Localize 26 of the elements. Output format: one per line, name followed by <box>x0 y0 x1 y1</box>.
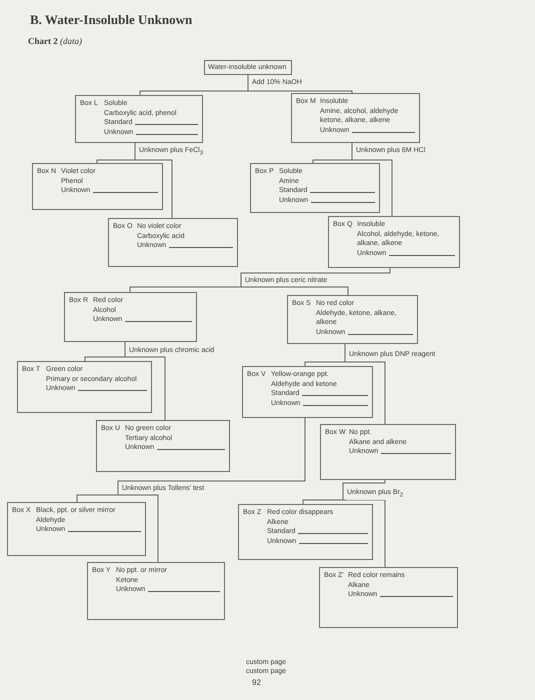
result-box <box>319 567 458 628</box>
result-box <box>108 218 238 267</box>
result-box <box>287 295 418 344</box>
connector-line <box>352 142 392 216</box>
page-title: B. Water-Insoluble Unknown <box>30 12 192 28</box>
result-box <box>291 93 420 143</box>
result-box <box>87 562 225 620</box>
result-box <box>242 366 373 418</box>
chart-subtitle: Chart 2 (data) <box>28 36 82 46</box>
result-box <box>328 216 460 268</box>
connector-line <box>344 344 386 424</box>
result-box <box>17 361 152 413</box>
result-box <box>96 420 230 472</box>
connector-line <box>134 142 172 218</box>
connector-line <box>124 342 166 420</box>
result-box <box>64 292 197 342</box>
connector-line <box>240 268 390 296</box>
page-number: 92 <box>252 678 261 687</box>
result-box <box>250 163 380 213</box>
connector-line <box>342 480 386 568</box>
result-box <box>32 163 163 210</box>
result-box <box>238 504 373 560</box>
start-box <box>204 60 292 75</box>
result-box <box>75 95 203 143</box>
result-box <box>320 424 456 480</box>
result-box <box>7 502 146 556</box>
